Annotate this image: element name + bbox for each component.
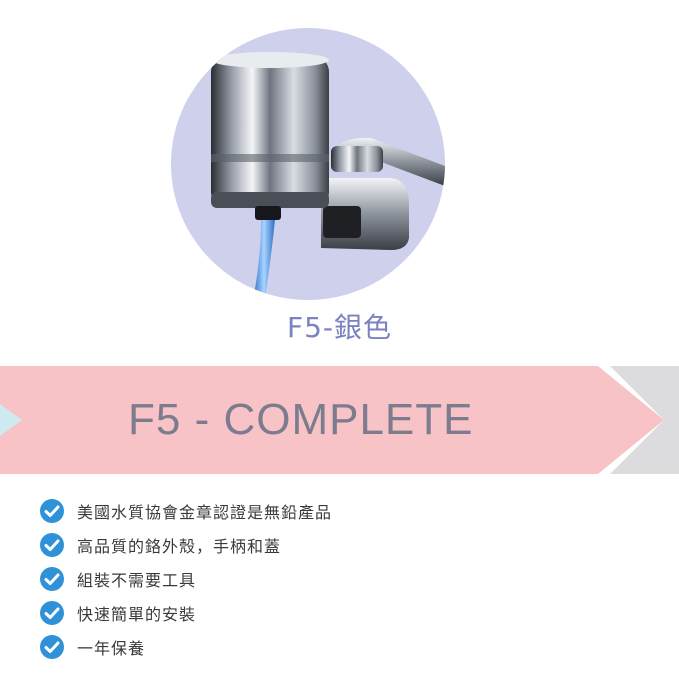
check-circle-icon bbox=[40, 499, 64, 523]
list-item: 一年保養 bbox=[39, 630, 332, 664]
product-image-circle bbox=[171, 28, 445, 300]
list-item: 組裝不需要工具 bbox=[39, 562, 332, 596]
list-item: 快速簡單的安裝 bbox=[39, 596, 332, 630]
check-circle-icon bbox=[40, 601, 64, 625]
feature-text: 美國水質協會金章認證是無鉛產品 bbox=[77, 503, 333, 522]
check-circle-icon bbox=[40, 567, 64, 591]
list-item: 美國水質協會金章認證是無鉛產品 bbox=[39, 494, 332, 528]
feature-text: 高品質的鉻外殼，手柄和蓋 bbox=[77, 537, 282, 556]
banner-arrow-shape bbox=[0, 366, 679, 474]
faucet-filter-image bbox=[211, 52, 445, 300]
feature-text: 一年保養 bbox=[77, 639, 146, 658]
feature-list: 美國水質協會金章認證是無鉛產品 高品質的鉻外殼，手柄和蓋 組裝不需要工具 快速簡… bbox=[39, 494, 332, 664]
list-item: 高品質的鉻外殼，手柄和蓋 bbox=[39, 528, 332, 562]
product-banner: F5 - COMPLETE bbox=[0, 366, 679, 474]
variant-label: F5-銀色 bbox=[286, 311, 393, 344]
feature-text: 組裝不需要工具 bbox=[77, 571, 197, 590]
feature-text: 快速簡單的安裝 bbox=[77, 605, 197, 624]
check-circle-icon bbox=[40, 533, 64, 557]
check-circle-icon bbox=[40, 635, 64, 659]
banner-title: F5 - COMPLETE bbox=[128, 395, 474, 444]
